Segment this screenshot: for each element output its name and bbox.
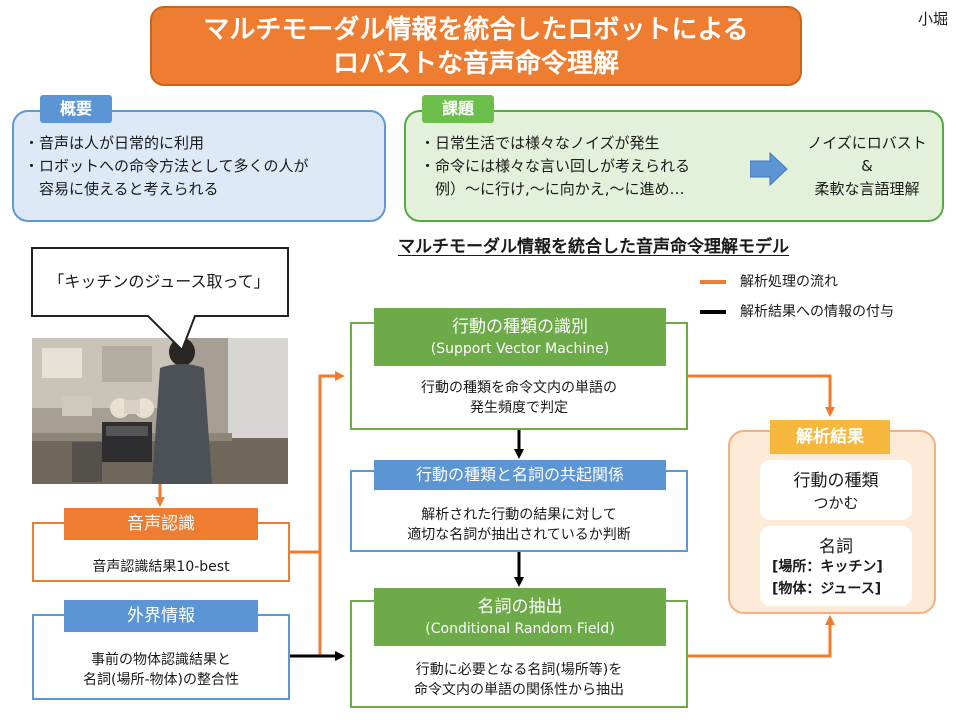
action-identification-title: 行動の種類の識別 (452, 317, 588, 337)
issue-list: ・日常生活では様々なノイズが発生 ・命令には様々な言い回しが考えられる 例）～に… (420, 132, 690, 201)
speech-recognition-header: 音声認識 (64, 508, 258, 540)
action-identification-line: 発生頻度で判定 (470, 400, 568, 416)
issue-item: 例）～に行け,～に向かえ,～に進め… (420, 180, 685, 198)
external-info-line: 名詞(場所-物体)の整合性 (83, 672, 239, 688)
model-title: マルチモーダル情報を統合した音声命令理解モデル (398, 237, 789, 257)
result-noun-label: 名詞 (819, 537, 853, 557)
title-banner: マルチモーダル情報を統合したロボットによる ロバストな音声命令理解 (150, 6, 802, 86)
legend-swatch-info (700, 310, 726, 314)
action-to-result-arrow (688, 374, 835, 417)
result-action-value: つかむ (813, 494, 859, 512)
speech-bubble-text: 「キッチンのジュース取って」 (48, 272, 270, 291)
issue-panel (404, 110, 944, 222)
legend-label-flow: 解析処理の流れ (740, 274, 838, 290)
issue-tab: 課題 (422, 95, 494, 123)
cooccurrence-line: 適切な名詞が抽出されているか判断 (407, 527, 631, 543)
legend-swatch-flow (700, 280, 726, 284)
action-identification-text: 行動の種類を命令文内の単語の 発生頻度で判定 (350, 378, 688, 418)
cooccurrence-line: 解析された行動の結果に対して (421, 507, 617, 523)
issue-goal-line: ノイズにロバスト (807, 134, 927, 152)
result-tab: 解析結果 (770, 420, 890, 454)
cooccurrence-title: 行動の種類と名詞の共起関係 (374, 460, 666, 490)
result-action-card (760, 460, 912, 520)
noun-extraction-line: 命令文内の単語の関係性から抽出 (414, 682, 624, 698)
action-identification-line: 行動の種類を命令文内の単語の (421, 380, 617, 396)
overview-tab: 概要 (40, 95, 112, 123)
result-object: [物体：ジュース] (772, 581, 882, 597)
external-info-line: 事前の物体認識結果と (91, 652, 231, 668)
noun-extraction-text: 行動に必要となる名詞(場所等)を 命令文内の単語の関係性から抽出 (350, 660, 688, 700)
result-place: [場所：キッチン] (772, 559, 883, 575)
overview-panel (12, 110, 386, 222)
external-info-header: 外界情報 (64, 600, 258, 632)
issue-goal: ノイズにロバスト & 柔軟な言語理解 (792, 132, 942, 201)
legend-label-info: 解析結果への情報の付与 (740, 304, 894, 320)
action-identification-header (374, 308, 666, 366)
overview-item: 容易に使えると考えられる (24, 180, 219, 198)
noun-extraction-header (374, 588, 666, 646)
speech-to-action-arrow (290, 371, 345, 554)
title-line-2: ロバストな音声命令理解 (332, 49, 619, 79)
result-action-label: 行動の種類 (793, 471, 879, 491)
issue-item: ・命令には様々な言い回しが考えられる (420, 157, 691, 175)
noun-to-result-arrow (688, 615, 835, 658)
overview-list: ・音声は人が日常的に利用 ・ロボットへの命令方法として多くの人が 容易に使えると… (24, 132, 309, 201)
noun-extraction-title: 名詞の抽出 (477, 597, 563, 617)
speech-bubble (31, 247, 289, 352)
result-noun-card (760, 526, 912, 606)
right-arrow-icon (750, 152, 788, 186)
noun-extraction-line: 行動に必要となる名詞(場所等)を (415, 662, 623, 678)
external-info-text: 事前の物体認識結果と 名詞(場所-物体)の整合性 (32, 650, 290, 690)
author-name: 小堀 (917, 10, 948, 28)
issue-goal-line: 柔軟な言語理解 (814, 180, 920, 198)
robot-kitchen-photo (32, 338, 288, 484)
title-line-1: マルチモーダル情報を統合したロボットによる (203, 15, 749, 45)
cooccurrence-text: 解析された行動の結果に対して 適切な名詞が抽出されているか判断 (350, 505, 688, 545)
overview-item: ・ロボットへの命令方法として多くの人が (24, 157, 309, 175)
speech-to-noun-arrow (318, 552, 345, 661)
issue-item: ・日常生活では様々なノイズが発生 (420, 134, 660, 152)
action-identification-method: (Support Vector Machine) (430, 341, 610, 357)
noun-extraction-method: (Conditional Random Field) (425, 621, 615, 637)
issue-goal-line: & (861, 157, 873, 175)
speech-recognition-text: 音声認識結果10-best (92, 559, 230, 575)
overview-item: ・音声は人が日常的に利用 (24, 134, 205, 152)
